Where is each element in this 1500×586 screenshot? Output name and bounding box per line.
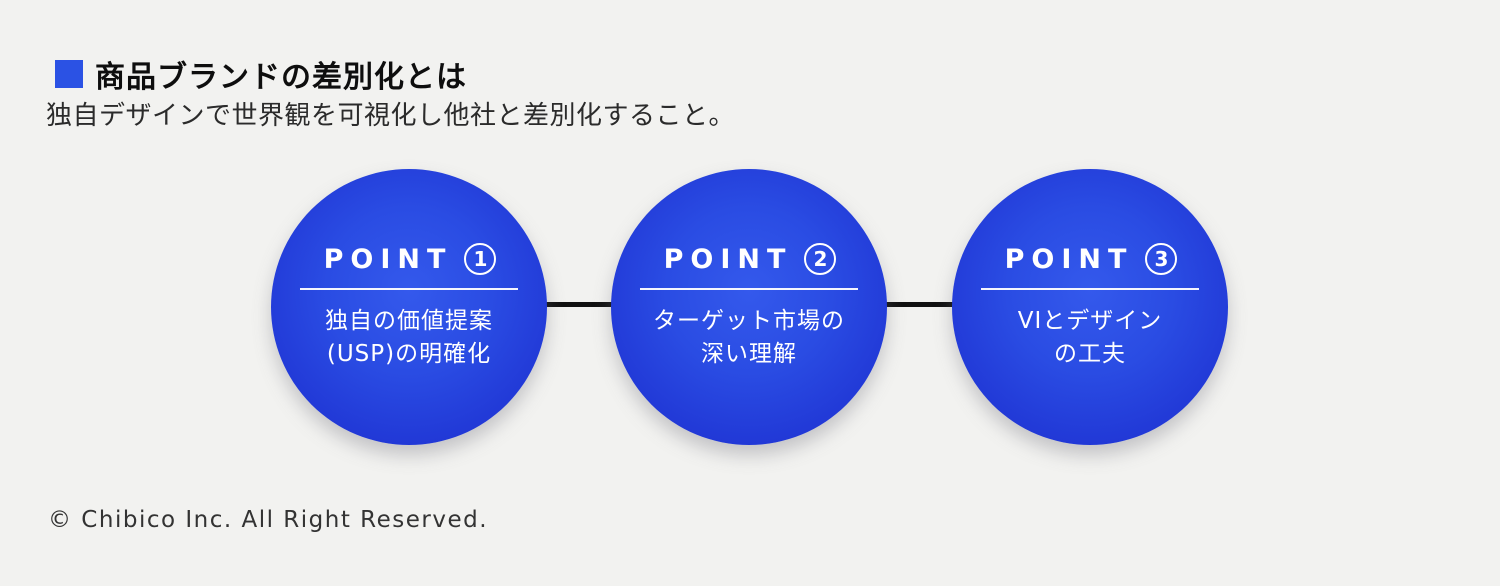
point-circle-3: POINT 3 VIとデザイン の工夫 [952, 169, 1228, 445]
point-heading: POINT 2 [662, 243, 837, 275]
point-text-line: 深い理解 [701, 341, 797, 367]
page-title: 商品ブランドの差別化とは [95, 60, 467, 95]
page-subtitle: 独自デザインで世界観を可視化し他社と差別化すること。 [46, 101, 736, 131]
circled-number-icon: 2 [804, 243, 837, 275]
point-heading: POINT 1 [322, 243, 497, 275]
page-header: 商品ブランドの差別化とは [55, 52, 467, 96]
point-divider [640, 288, 858, 290]
point-circle-1: POINT 1 独自の価値提案 (USP)の明確化 [271, 169, 547, 445]
point-text-line: ターゲット市場の [653, 308, 845, 334]
point-text-line: (USP)の明確化 [326, 341, 492, 367]
circled-number-icon: 3 [1145, 243, 1178, 275]
point-label: POINT [323, 243, 453, 275]
connector-line-1 [520, 302, 632, 307]
point-text-line: VIとデザイン [1017, 308, 1163, 334]
point-divider [300, 288, 518, 290]
connector-line-2 [858, 302, 974, 307]
point-circle-2: POINT 2 ターゲット市場の 深い理解 [611, 169, 887, 445]
point-heading: POINT 3 [1003, 243, 1178, 275]
title-bullet-square-icon [55, 60, 83, 88]
copyright-notice: © Chibico Inc. All Right Reserved. [48, 507, 489, 533]
point-label: POINT [1004, 243, 1134, 275]
point-text-line: 独自の価値提案 [325, 308, 493, 334]
circled-number-icon: 1 [464, 243, 497, 275]
point-label: POINT [663, 243, 793, 275]
point-divider [981, 288, 1199, 290]
point-text-line: の工夫 [1054, 341, 1126, 367]
